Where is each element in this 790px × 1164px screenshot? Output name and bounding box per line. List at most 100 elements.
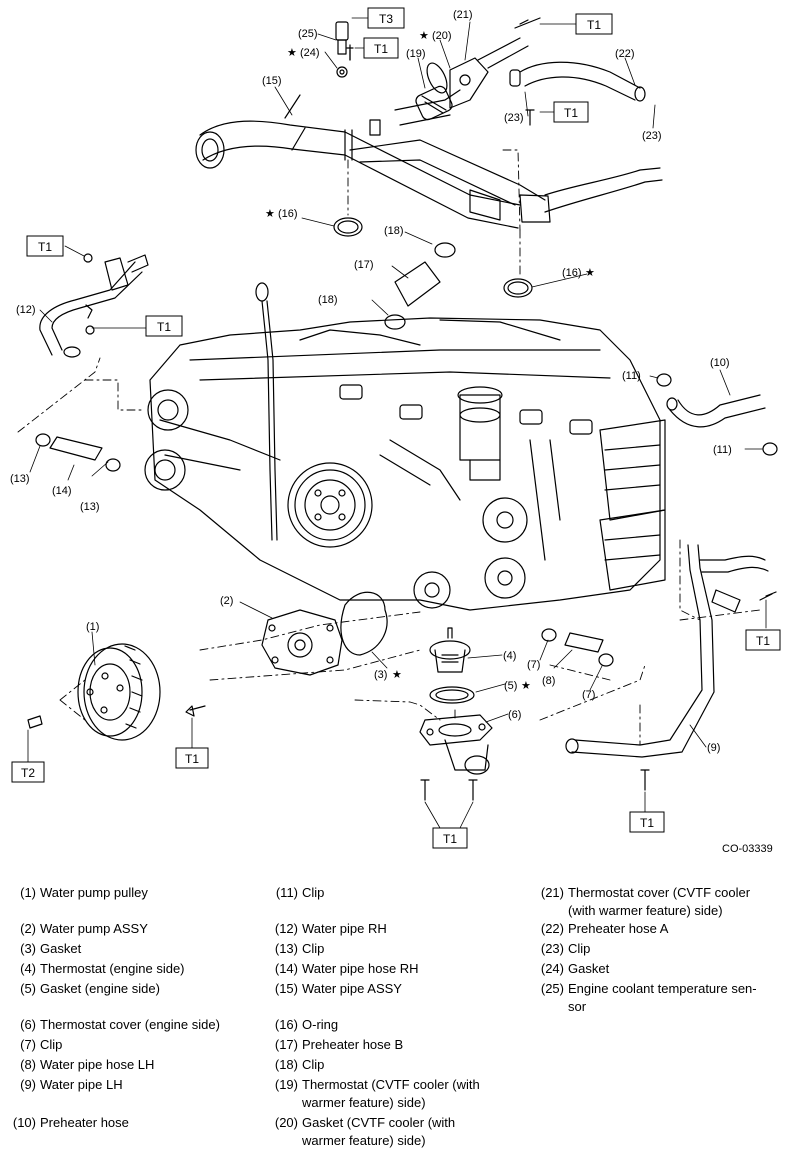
water-pump-assy-2: [261, 609, 343, 676]
bolts: [27, 17, 777, 801]
legend-item-number: (13): [274, 941, 298, 956]
callout-9: (9): [707, 742, 720, 754]
legend-item-label: Thermostat (CVTF cooler (with: [302, 1077, 480, 1092]
callout-13: (13): [10, 473, 30, 485]
callout-2: (2): [220, 595, 233, 607]
torque-tag-t1: T1: [38, 240, 52, 254]
legend-item-label: Clip: [568, 941, 591, 956]
callout-5-star: ★: [521, 680, 531, 692]
callout-12: (12): [16, 304, 36, 316]
legend-item-label: Water pump ASSY: [40, 921, 148, 936]
legend-item-label: O-ring: [302, 1017, 339, 1032]
callout-5: (5): [504, 680, 517, 692]
torque-tag-t2: T2: [21, 766, 35, 780]
torque-tag-t1: T1: [564, 106, 578, 120]
legend-item-label: Clip: [302, 941, 325, 956]
callout-16: (16): [278, 208, 298, 220]
crank-pulley: [287, 462, 373, 548]
legend-item-label: Preheater hose B: [302, 1037, 404, 1052]
torque-tag-t1: T1: [756, 634, 770, 648]
legend-item-label: Water pipe hose LH: [40, 1057, 155, 1072]
torque-tag-t3: T3: [379, 12, 393, 26]
legend-item-label: Thermostat cover (engine side): [40, 1017, 220, 1032]
legend-item-label: Gasket: [568, 961, 610, 976]
callout-16: (16): [562, 267, 582, 279]
legend-item-number: (25): [540, 981, 564, 996]
legend-item-label: Preheater hose A: [568, 921, 669, 936]
torque-boxes: [11, 7, 781, 849]
callout-10: (10): [710, 357, 730, 369]
legend-item-number: (10): [12, 1115, 36, 1130]
callout-13: (13): [80, 501, 100, 513]
legend-item-number: (6): [20, 1017, 36, 1032]
legend-item-label: Gasket: [40, 941, 82, 956]
callout-8: (8): [542, 675, 555, 687]
torque-tag-t1: T1: [185, 752, 199, 766]
callout-3-star: ★: [392, 669, 402, 681]
callout-1: (1): [86, 621, 99, 633]
legend-item-label: sor: [568, 999, 587, 1014]
callout-20: (20): [432, 30, 452, 42]
legend-item-label: Gasket (engine side): [40, 981, 160, 996]
legend-item-label: Water pump pulley: [40, 885, 148, 900]
legend-item-label: Clip: [302, 885, 325, 900]
legend-item-number: (2): [20, 921, 36, 936]
callout-16-star: ★: [585, 267, 595, 279]
callout-24: (24): [300, 47, 320, 59]
callout-22: (22): [615, 48, 635, 60]
legend-item-label: Gasket (CVTF cooler (with: [302, 1115, 456, 1130]
water-pump-pulley-1: [77, 643, 161, 741]
o-ring-16-a: [333, 217, 363, 237]
callout-16-star: ★: [265, 208, 275, 220]
legend-item-number: (3): [20, 941, 36, 956]
legend-item-number: (15): [274, 981, 298, 996]
callout-11: (11): [622, 370, 641, 382]
callout-19: (19): [406, 48, 426, 60]
thermostat-engine-side-4: [429, 627, 471, 673]
callout-17: (17): [354, 259, 374, 271]
callout-11: (11): [713, 444, 732, 456]
legend-item-number: (12): [274, 921, 298, 936]
callout-21: (21): [453, 9, 473, 21]
callout-25: (25): [298, 28, 318, 40]
water-pipe-lh-9: [565, 544, 769, 758]
legend-item-number: (5): [20, 981, 36, 996]
legend-item-number: (23): [540, 941, 564, 956]
torque-tag-t1: T1: [157, 320, 171, 334]
thermostat-cover-6: [419, 714, 493, 775]
torque-tag-t1: T1: [640, 816, 654, 830]
o-ring-16-b: [503, 278, 533, 298]
legend-item-label: Clip: [302, 1057, 325, 1072]
callout-4: (4): [503, 650, 516, 662]
gasket-3: [340, 591, 388, 656]
legend-item-label: Water pipe RH: [302, 921, 387, 936]
legend-item-number: (4): [20, 961, 36, 976]
callout-23: (23): [504, 112, 524, 124]
callout-14: (14): [52, 485, 72, 497]
water-pipe-hose-lh-8: [541, 628, 614, 667]
legend-item-number: (24): [540, 961, 564, 976]
legend-item-number: (16): [274, 1017, 298, 1032]
leader-lines: [27, 17, 767, 829]
preheater-hose-b-17: [384, 242, 456, 330]
callout-6: (6): [508, 709, 521, 721]
torque-tag-t1: T1: [374, 42, 388, 56]
legend-item-number: (11): [275, 885, 298, 900]
callout-7: (7): [527, 659, 540, 671]
legend-item-label: Engine coolant temperature sen-: [568, 981, 757, 996]
legend-item-number: (18): [274, 1057, 298, 1072]
legend-item-number: (22): [540, 921, 564, 936]
gasket-engine-side-5: [429, 686, 475, 704]
preheater-hose-10: [656, 373, 778, 456]
legend-item-label: Preheater hose: [40, 1115, 129, 1130]
legend-item-number: (8): [20, 1057, 36, 1072]
torque-tag-t1: T1: [443, 832, 457, 846]
oil-level-gauge: [255, 282, 278, 541]
engine-block: [144, 317, 666, 611]
callout-7: (7): [582, 689, 595, 701]
callout-23: (23): [642, 130, 662, 142]
callout-20-star: ★: [419, 30, 429, 42]
alignment-lines: [17, 149, 761, 746]
legend-item-number: (21): [540, 885, 564, 900]
callout-24-star: ★: [287, 47, 297, 59]
